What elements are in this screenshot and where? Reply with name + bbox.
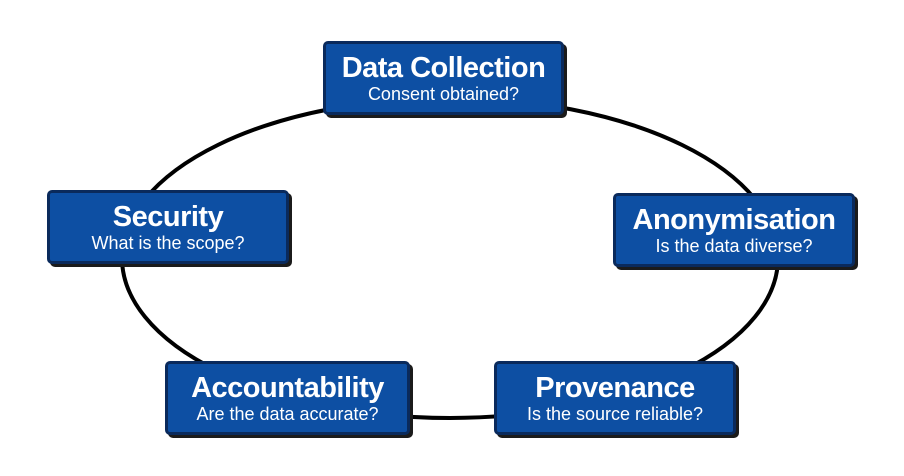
node-accountability: Accountability Are the data accurate? bbox=[165, 361, 410, 435]
node-title: Accountability bbox=[191, 372, 384, 404]
node-subtitle: Is the data diverse? bbox=[655, 236, 813, 256]
node-subtitle: Are the data accurate? bbox=[196, 404, 379, 424]
node-title: Data Collection bbox=[341, 52, 546, 84]
node-title: Anonymisation bbox=[632, 204, 836, 236]
node-title: Security bbox=[112, 201, 224, 233]
node-title: Provenance bbox=[535, 372, 695, 404]
node-subtitle: Is the source reliable? bbox=[526, 404, 704, 424]
node-security: Security What is the scope? bbox=[47, 190, 289, 264]
node-data-collection: Data Collection Consent obtained? bbox=[323, 41, 564, 115]
node-subtitle: What is the scope? bbox=[91, 233, 245, 253]
node-anonymisation: Anonymisation Is the data diverse? bbox=[613, 193, 855, 267]
node-provenance: Provenance Is the source reliable? bbox=[494, 361, 736, 435]
node-subtitle: Consent obtained? bbox=[367, 84, 520, 104]
